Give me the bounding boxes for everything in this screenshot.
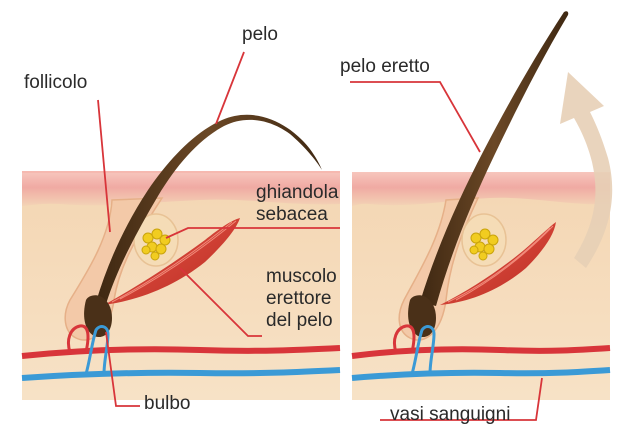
left-skin-block xyxy=(22,115,340,400)
label-ghiandola-sebacea: ghiandola sebacea xyxy=(256,182,338,226)
label-muscolo-erettore: muscolo erettore del pelo xyxy=(266,266,337,332)
leader-pelo-eretto xyxy=(350,82,480,152)
label-vasi-sanguigni: vasi sanguigni xyxy=(390,404,510,426)
label-pelo-eretto: pelo eretto xyxy=(340,56,430,78)
leader-pelo xyxy=(216,52,244,124)
label-pelo: pelo xyxy=(242,24,278,46)
label-bulbo: bulbo xyxy=(144,393,191,415)
label-follicolo: follicolo xyxy=(24,72,87,94)
